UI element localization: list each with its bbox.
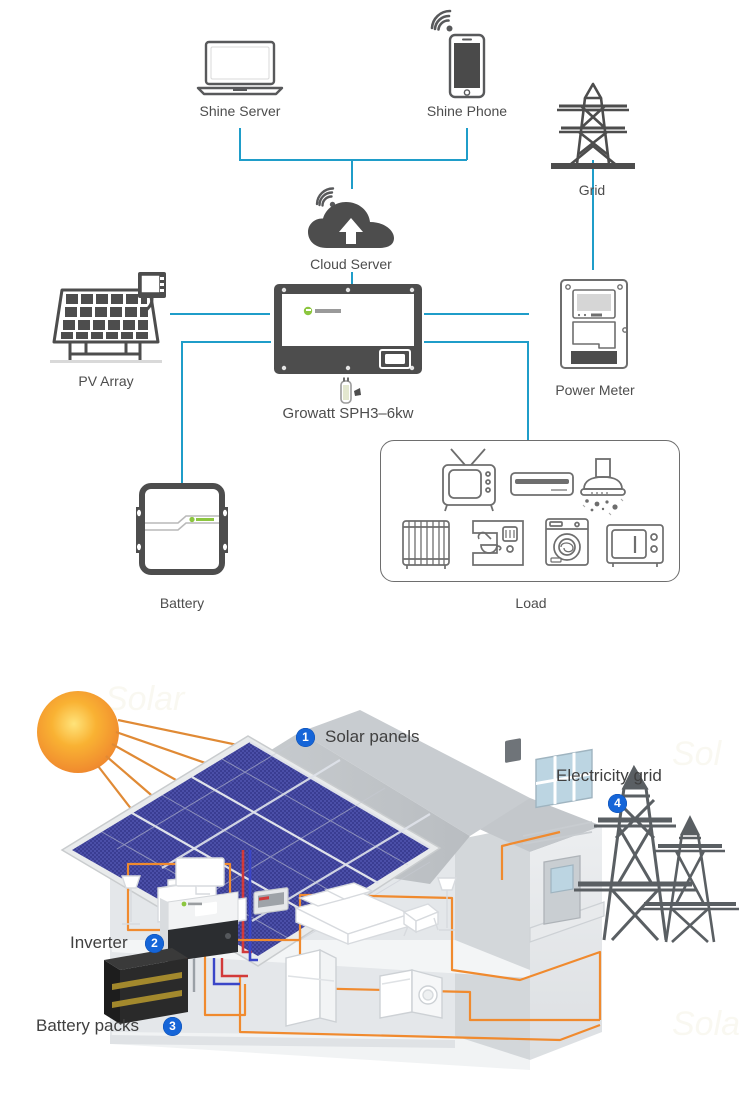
grid-node[interactable] bbox=[547, 80, 639, 172]
cloud-upload-icon bbox=[308, 202, 394, 248]
shine-server-node[interactable] bbox=[190, 38, 290, 98]
service-drop-wires bbox=[522, 821, 593, 845]
connector-inverter-to-load-v bbox=[527, 341, 529, 440]
cloud-wifi-badge bbox=[311, 186, 339, 209]
inverter-plug-icon bbox=[334, 377, 364, 405]
wall-meter-small bbox=[253, 887, 289, 915]
inverter-display-icon bbox=[379, 349, 411, 369]
inverter-node[interactable] bbox=[272, 282, 424, 376]
callout-badge-2[interactable]: 2 bbox=[145, 934, 164, 953]
laptop-icon bbox=[204, 40, 276, 86]
connector-pv-to-inverter bbox=[170, 313, 270, 315]
ground-bar-icon bbox=[551, 163, 635, 169]
callout-label-solar-panels: Solar panels bbox=[325, 727, 420, 746]
laundry-appliances bbox=[379, 969, 443, 1019]
cloud-server-label: Cloud Server bbox=[310, 256, 392, 272]
connector-shine-server-down bbox=[239, 128, 241, 160]
power-meter-label: Power Meter bbox=[555, 382, 635, 398]
range-hood-icon bbox=[580, 458, 626, 516]
refrigerator bbox=[285, 948, 337, 1027]
load-label: Load bbox=[515, 595, 547, 611]
washing-machine-icon bbox=[545, 518, 589, 566]
transmission-towers bbox=[574, 764, 739, 943]
power-meter-icon bbox=[560, 279, 628, 369]
power-meter-node[interactable] bbox=[559, 278, 629, 370]
connector-inverter-to-battery-v bbox=[181, 341, 183, 488]
air-conditioner-icon bbox=[510, 472, 574, 496]
inverter-label: Growatt SPH3–6kw bbox=[282, 405, 414, 422]
connector-inverter-to-battery-h bbox=[181, 341, 271, 343]
connector-cloud-to-inverter bbox=[351, 272, 353, 284]
door-window bbox=[550, 864, 574, 894]
solar-panel-icon bbox=[50, 272, 166, 363]
callout-label-inverter: Inverter bbox=[70, 933, 128, 952]
callout-badge-1[interactable]: 1 bbox=[296, 728, 315, 747]
connector-top-bus bbox=[239, 159, 467, 161]
svg-text:Sola: Sola bbox=[672, 1005, 740, 1043]
system-topology-diagram: Shine Server Shine P bbox=[40, 8, 680, 611]
connector-bus-to-cloud bbox=[351, 159, 353, 189]
house-roof-back-slope bbox=[300, 710, 530, 836]
inverter-unit bbox=[160, 891, 248, 992]
cloud-server-node[interactable] bbox=[305, 200, 397, 252]
pv-array-label: PV Array bbox=[78, 373, 134, 389]
smartphone-icon bbox=[448, 33, 486, 99]
floor-lamp-right bbox=[437, 877, 457, 931]
shine-phone-wifi-badge bbox=[425, 8, 457, 34]
house-system-illustration: Solar Sol Sola So bbox=[0, 640, 750, 1095]
shine-phone-node[interactable] bbox=[445, 33, 489, 99]
connector-inverter-to-meter bbox=[424, 313, 529, 315]
sun-icon bbox=[37, 691, 119, 773]
inverter-icon bbox=[274, 284, 422, 374]
armchair bbox=[402, 903, 440, 937]
house-scene: Solar Sol Sola So bbox=[37, 680, 740, 1070]
pv-array-node[interactable] bbox=[40, 268, 172, 368]
tower-small bbox=[641, 815, 739, 943]
wifi-icon bbox=[430, 9, 452, 31]
load-appliances-box[interactable] bbox=[380, 440, 680, 582]
callout-badge-4[interactable]: 4 bbox=[608, 794, 627, 813]
callout-badge-3[interactable]: 3 bbox=[163, 1017, 182, 1036]
facade-windows bbox=[529, 748, 605, 943]
svg-text:Sol: Sol bbox=[672, 735, 723, 773]
tv-icon bbox=[442, 448, 496, 512]
pv-ground-icon bbox=[50, 360, 162, 363]
house-right-wall bbox=[455, 825, 530, 1060]
shine-phone-label: Shine Phone bbox=[426, 103, 508, 119]
callout-label-battery-packs: Battery packs bbox=[36, 1016, 139, 1035]
callout-label-electricity-grid: Electricity grid bbox=[556, 766, 662, 785]
growatt-logo-icon bbox=[189, 516, 214, 523]
wifi-dot-icon bbox=[446, 25, 453, 32]
house-foundation bbox=[110, 1035, 455, 1048]
battery-label: Battery bbox=[159, 595, 205, 611]
microwave-icon bbox=[606, 524, 664, 567]
connector-shine-phone-down bbox=[466, 128, 468, 160]
growatt-logo-icon bbox=[181, 901, 202, 907]
svg-text:Solar: Solar bbox=[105, 680, 186, 718]
radiator-icon bbox=[402, 520, 450, 569]
transmission-tower-icon bbox=[557, 82, 629, 166]
battery-pack bbox=[104, 948, 188, 1024]
battery-node[interactable] bbox=[126, 483, 238, 576]
tower-large bbox=[574, 764, 696, 942]
growatt-logo-icon bbox=[303, 306, 341, 316]
meter-box bbox=[505, 738, 521, 763]
combiner-box-icon bbox=[138, 272, 166, 298]
dc-cables bbox=[241, 850, 258, 962]
floor-lamp bbox=[121, 875, 141, 925]
grid-label: Grid bbox=[578, 182, 606, 198]
connector-meter-to-grid bbox=[592, 160, 594, 270]
shine-server-label: Shine Server bbox=[199, 103, 281, 119]
wifi-icon bbox=[315, 187, 335, 207]
coffee-machine-icon bbox=[472, 520, 524, 566]
battery-module-icon bbox=[136, 483, 228, 575]
connector-inverter-to-load-h bbox=[424, 341, 528, 343]
